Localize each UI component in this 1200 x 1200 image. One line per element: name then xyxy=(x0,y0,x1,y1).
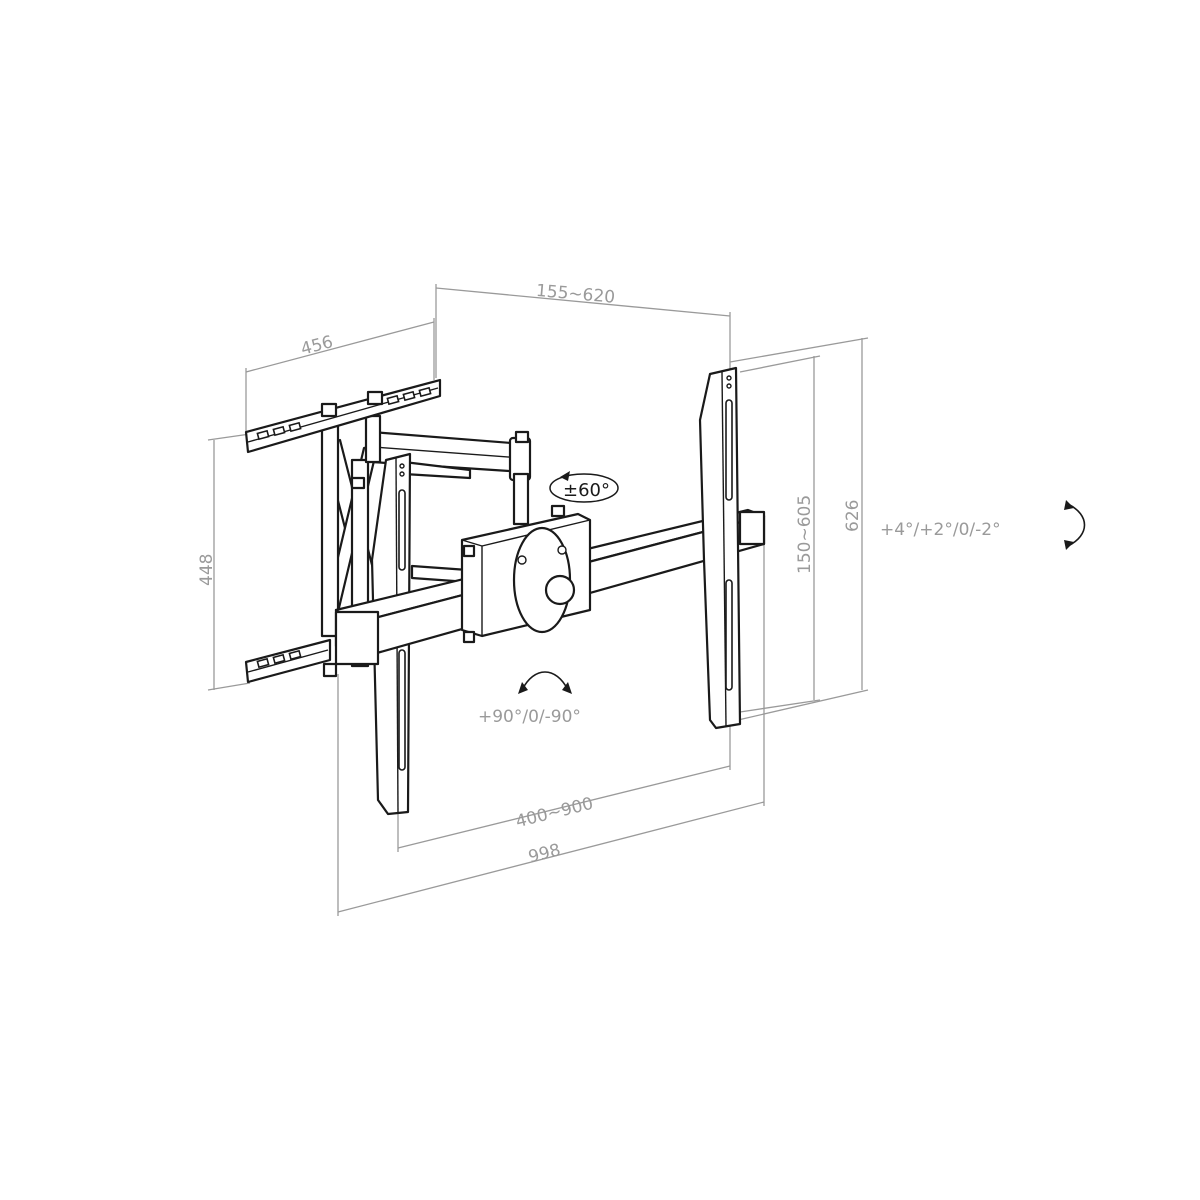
swivel-arrow-icon xyxy=(549,473,619,503)
dim-label-150-605: 150~605 xyxy=(795,495,815,574)
tilt-indicator xyxy=(1064,500,1086,550)
swivel-label: ±60° xyxy=(563,480,610,501)
tilt-arrow-icon xyxy=(1067,503,1086,547)
tilt-label: +4°/+2°/0/-2° xyxy=(880,520,1001,540)
rotation-label: +90°/0/-90° xyxy=(478,707,581,727)
rotation-indicator xyxy=(518,671,572,694)
mount-structure xyxy=(244,366,766,816)
dim-label-998: 998 xyxy=(526,840,562,867)
dim-line-155-620 xyxy=(435,287,731,317)
dim-line-998 xyxy=(337,801,765,913)
dimension-lines xyxy=(207,284,869,916)
dim-line-400-900 xyxy=(397,765,731,849)
dim-label-448: 448 xyxy=(197,554,217,586)
bolt xyxy=(350,476,366,490)
rotation-hub xyxy=(460,504,592,644)
bolt xyxy=(322,662,338,678)
wall-plate xyxy=(244,378,530,684)
swivel-indicator xyxy=(549,471,619,503)
dim-label-155-620: 155~620 xyxy=(535,281,616,308)
bolt xyxy=(366,390,384,406)
dim-label-400-900: 400~900 xyxy=(514,794,596,833)
right-tv-bracket xyxy=(698,366,742,730)
bolt xyxy=(320,402,338,418)
rotation-arrow-icon xyxy=(521,671,569,691)
dim-line-456 xyxy=(245,321,435,373)
dim-label-626: 626 xyxy=(843,500,863,532)
dim-label-456: 456 xyxy=(299,332,336,360)
rotation-knob xyxy=(544,574,576,606)
bolt xyxy=(514,430,530,444)
